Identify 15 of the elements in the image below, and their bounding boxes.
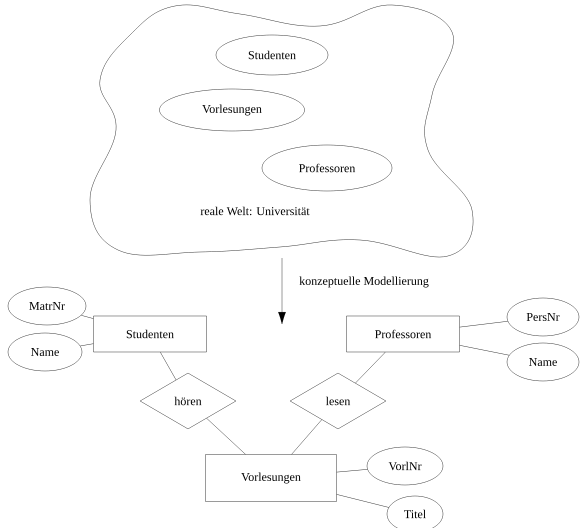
entity-box: Vorlesungen: [205, 454, 337, 502]
connector-line: [355, 352, 386, 384]
connector-line: [336, 469, 368, 472]
connector-line: [81, 315, 94, 319]
connector-line: [160, 352, 176, 380]
arrow: [278, 258, 286, 324]
connector-line: [336, 494, 389, 508]
connector-line: [291, 419, 322, 454]
entity-box: Professoren: [346, 316, 460, 352]
connector-line: [206, 418, 246, 454]
connector-line: [80, 344, 94, 346]
entity-box: Studenten: [93, 316, 207, 352]
connector-line: [460, 345, 510, 356]
edge-label: konzeptuelle Modellierung: [298, 276, 430, 288]
connector-line: [460, 321, 508, 328]
